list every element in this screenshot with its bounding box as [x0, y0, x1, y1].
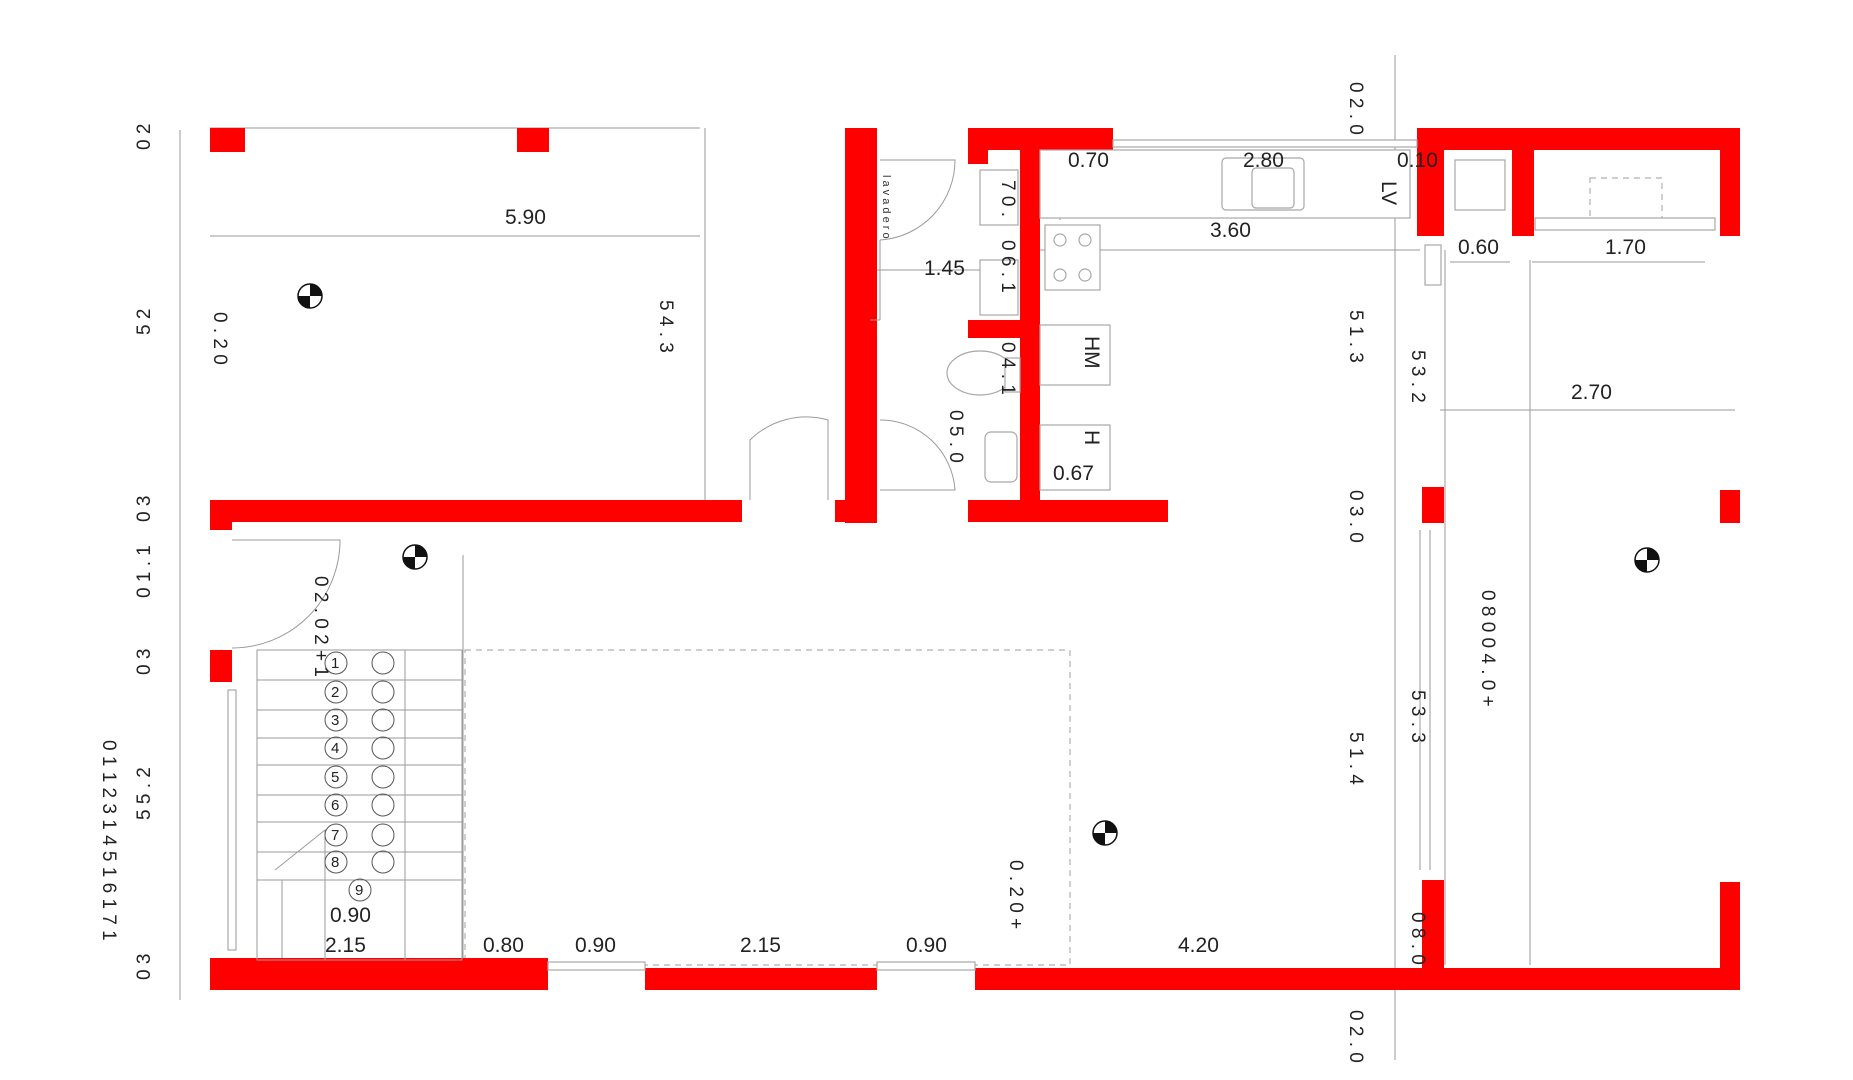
vdim-room-020: 0 . 2 0: [209, 312, 230, 365]
vdim-right-020-top: 0 2 . 0: [1345, 82, 1366, 135]
stair-step: 4: [331, 740, 339, 757]
vdim-left-55: 5 5 . 2: [134, 767, 155, 820]
vdim-right-533: 5 3 . 3: [1407, 690, 1428, 743]
vdim-left-010: 0 1 . 1: [134, 545, 155, 598]
vdim-left-030b: 0 3: [134, 649, 155, 675]
stair-step: 2: [331, 684, 339, 701]
dim-2-80: 2.80: [1243, 149, 1284, 172]
dim-0-70: 0.70: [1068, 149, 1109, 172]
vdim-right-080b: 0 8 . 0: [1407, 912, 1428, 965]
label-lavadero: l a v a d e r o: [880, 175, 892, 239]
room-labels: LV HM H l a v a d e r o: [880, 175, 1400, 445]
fixtures: [946, 149, 1716, 491]
void-outline: [464, 649, 1071, 966]
label-hm: HM: [1080, 336, 1103, 369]
dim-0-10: 0.10: [1397, 149, 1438, 172]
vdim-left-top: 0 2: [134, 124, 155, 150]
stair-step: 8: [331, 854, 339, 871]
label-lv: LV: [1377, 181, 1400, 205]
stair-step: 3: [331, 712, 339, 729]
dim-bottom-2-15b: 2.15: [740, 934, 781, 957]
vdim-right-080: 0 8 0 0 4 . 0 +: [1477, 590, 1498, 707]
vdim-bath-70: 7 0 .: [997, 180, 1018, 217]
vdim-left-030c: 0 3: [134, 954, 155, 980]
stair-step: 1: [331, 655, 339, 672]
vdim-right-532: 5 3 . 2: [1407, 350, 1428, 403]
vertical-dimension-labels: 0 2 5 2 0 3 0 1 . 1 0 3 0 1 1 2 3 1 4 5 …: [98, 82, 1498, 1063]
dimension-labels: 5.90 0.70 2.80 0.10 3.60 1.45 0.60 1.70 …: [325, 149, 1646, 957]
vdim-left-030a: 0 3: [134, 496, 155, 522]
vdim-bath-050: 0 5 . 0: [945, 410, 966, 463]
level-marker-icon: [1092, 820, 1118, 846]
dim-3-60: 3.60: [1210, 219, 1251, 242]
dim-bottom-0-80: 0.80: [483, 934, 524, 957]
dim-1-70: 1.70: [1605, 236, 1646, 259]
vdim-room-543: 5 4 . 3: [655, 300, 676, 353]
level-marker-icon: [402, 544, 428, 570]
stair-step-numbers: 1 2 3 4 5 6 7 8 9: [331, 655, 363, 899]
dim-0-90-stair: 0.90: [330, 904, 371, 927]
level-marker-icons: [297, 283, 1660, 846]
walls: [210, 128, 1740, 990]
vdim-bath-40: 0 4 . 1: [997, 342, 1018, 395]
label-h: H: [1080, 430, 1103, 445]
level-marker-icon: [297, 283, 323, 309]
stairs: [256, 649, 463, 961]
vdim-left-row: 0 1 1 2 3 1 4 5 1 6 1 7 1: [98, 740, 119, 941]
dim-0-67: 0.67: [1053, 462, 1094, 485]
vdim-right-020-bot: 0 2 . 0: [1345, 1010, 1366, 1063]
stair-step: 6: [331, 797, 339, 814]
dim-2-70: 2.70: [1571, 381, 1612, 404]
dim-0-60: 0.60: [1458, 236, 1499, 259]
vdim-bath-60: 0 6 . 1: [997, 240, 1018, 293]
dim-bottom-4-20: 4.20: [1178, 934, 1219, 957]
vdim-hall-020: 0 2 . 0 2 + 1: [310, 576, 331, 677]
vdim-right-513: 5 1 . 3: [1345, 310, 1366, 363]
stair-step: 5: [331, 769, 339, 786]
dim-1-45: 1.45: [924, 257, 965, 280]
vdim-right-030: 0 3 . 0: [1345, 490, 1366, 543]
doors: [227, 139, 1418, 971]
dim-bottom-0-90a: 0.90: [575, 934, 616, 957]
vdim-hall-02b: 0 . 2 0 +: [1005, 860, 1026, 929]
stair-step: 7: [331, 827, 339, 844]
level-marker-icon: [1634, 547, 1660, 573]
dim-living-width: 5.90: [505, 206, 546, 229]
dim-bottom-0-90b: 0.90: [906, 934, 947, 957]
guide-lines: [179, 55, 1735, 1060]
vdim-left-mid: 5 2: [134, 309, 155, 335]
vdim-right-514: 5 1 . 4: [1345, 732, 1366, 785]
dim-bottom-2-15a: 2.15: [325, 934, 366, 957]
stair-step: 9: [355, 882, 363, 899]
